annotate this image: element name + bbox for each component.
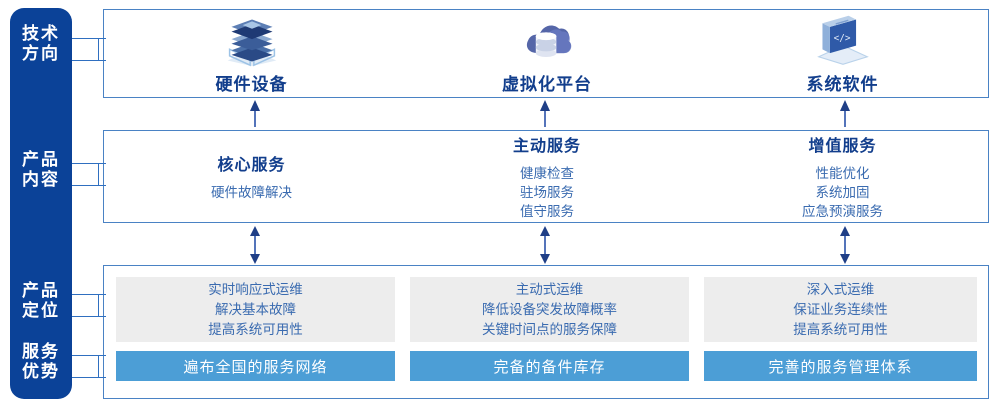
rail-label-line: 产品 bbox=[22, 150, 60, 169]
arrow-up-system-software bbox=[836, 100, 854, 133]
arrow-up-virtualization bbox=[536, 100, 554, 133]
content-column-line: 驻场服务 bbox=[520, 185, 574, 200]
left-rail bbox=[10, 8, 72, 399]
content-column-core-service[interactable]: 核心服务 硬件故障解决 bbox=[104, 131, 399, 222]
content-column-proactive-service[interactable]: 主动服务 健康检查 驻场服务 值守服务 bbox=[399, 131, 695, 222]
arrow-double-proactive bbox=[536, 226, 554, 269]
positioning-advantage-section: 实时响应式运维 解决基本故障 提高系统可用性 主动式运维 降低设备突发故障概率 … bbox=[103, 265, 989, 399]
positioning-card-line: 实时响应式运维 bbox=[208, 281, 303, 297]
advantage-bar-label: 完善的服务管理体系 bbox=[768, 358, 913, 376]
positioning-card-line: 深入式运维 bbox=[806, 281, 875, 297]
positioning-card-line: 提高系统可用性 bbox=[208, 321, 303, 337]
content-column-line: 值守服务 bbox=[520, 204, 574, 219]
tech-item-virtualization[interactable]: 虚拟化平台 bbox=[399, 10, 695, 97]
positioning-card-line: 提高系统可用性 bbox=[793, 321, 888, 337]
positioning-card-realtime[interactable]: 实时响应式运维 解决基本故障 提高系统可用性 bbox=[116, 277, 395, 342]
arrow-double-core bbox=[246, 226, 264, 269]
advantage-bar-label: 完备的备件库存 bbox=[493, 358, 606, 376]
tech-direction-section: 硬件设备 虚拟化平台 bbox=[103, 9, 989, 98]
cloud-database-icon bbox=[517, 12, 577, 68]
content-column-line: 硬件故障解决 bbox=[211, 185, 292, 200]
connector-product-positioning bbox=[72, 294, 106, 317]
connector-tech-direction bbox=[72, 38, 106, 61]
advantage-bar-service-network[interactable]: 遍布全国的服务网络 bbox=[116, 351, 395, 381]
positioning-card-line: 关键时间点的服务保障 bbox=[482, 321, 617, 337]
advantage-bar-management-system[interactable]: 完善的服务管理体系 bbox=[704, 351, 977, 381]
product-content-section: 核心服务 硬件故障解决 主动服务 健康检查 驻场服务 值守服务 增值服务 性能优… bbox=[103, 130, 989, 223]
content-column-title: 核心服务 bbox=[217, 157, 286, 174]
positioning-card-proactive[interactable]: 主动式运维 降低设备突发故障概率 关键时间点的服务保障 bbox=[410, 277, 689, 342]
tech-item-label: 硬件设备 bbox=[215, 75, 288, 94]
content-column-value-added-service[interactable]: 增值服务 性能优化 系统加固 应急预演服务 bbox=[695, 131, 990, 222]
positioning-card-line: 保证业务连续性 bbox=[793, 301, 888, 317]
tech-item-label: 虚拟化平台 bbox=[502, 75, 592, 94]
rail-label-tech-direction: 技术 方向 bbox=[10, 24, 72, 64]
positioning-card-indepth[interactable]: 深入式运维 保证业务连续性 提高系统可用性 bbox=[704, 277, 977, 342]
connector-product-content bbox=[72, 163, 106, 186]
rail-label-line: 产品 bbox=[22, 281, 60, 300]
tech-item-system-software[interactable]: </> 系统软件 bbox=[695, 10, 990, 97]
positioning-card-line: 解决基本故障 bbox=[215, 301, 296, 317]
arrow-double-value-added bbox=[836, 226, 854, 269]
tech-item-hardware[interactable]: 硬件设备 bbox=[104, 10, 399, 97]
content-column-line: 性能优化 bbox=[815, 166, 870, 181]
rail-label-service-advantage: 服务 优势 bbox=[10, 342, 72, 382]
rail-label-line: 技术 bbox=[22, 24, 60, 43]
server-stack-icon bbox=[222, 12, 282, 68]
rail-label-product-positioning: 产品 定位 bbox=[10, 281, 72, 321]
content-column-line: 系统加固 bbox=[815, 185, 870, 200]
rail-label-line: 内容 bbox=[22, 170, 60, 189]
content-column-title: 主动服务 bbox=[512, 138, 581, 155]
rail-label-line: 服务 bbox=[22, 342, 60, 361]
rail-label-product-content: 产品 内容 bbox=[10, 150, 72, 190]
svg-text:</>: </> bbox=[833, 33, 850, 44]
positioning-card-line: 降低设备突发故障概率 bbox=[482, 301, 617, 317]
advantage-bar-label: 遍布全国的服务网络 bbox=[183, 358, 328, 376]
advantage-bar-spare-parts[interactable]: 完备的备件库存 bbox=[410, 351, 689, 381]
arrow-up-hardware bbox=[246, 100, 264, 133]
content-column-line: 应急预演服务 bbox=[802, 204, 883, 219]
content-column-title: 增值服务 bbox=[808, 138, 877, 155]
rail-label-line: 优势 bbox=[22, 362, 60, 381]
rail-label-line: 定位 bbox=[22, 301, 60, 320]
laptop-code-icon: </> bbox=[813, 12, 873, 68]
tech-item-label: 系统软件 bbox=[806, 75, 879, 94]
rail-label-line: 方向 bbox=[22, 44, 60, 63]
connector-service-advantage bbox=[72, 355, 106, 378]
positioning-card-line: 主动式运维 bbox=[515, 281, 584, 297]
content-column-line: 健康检查 bbox=[520, 166, 574, 181]
